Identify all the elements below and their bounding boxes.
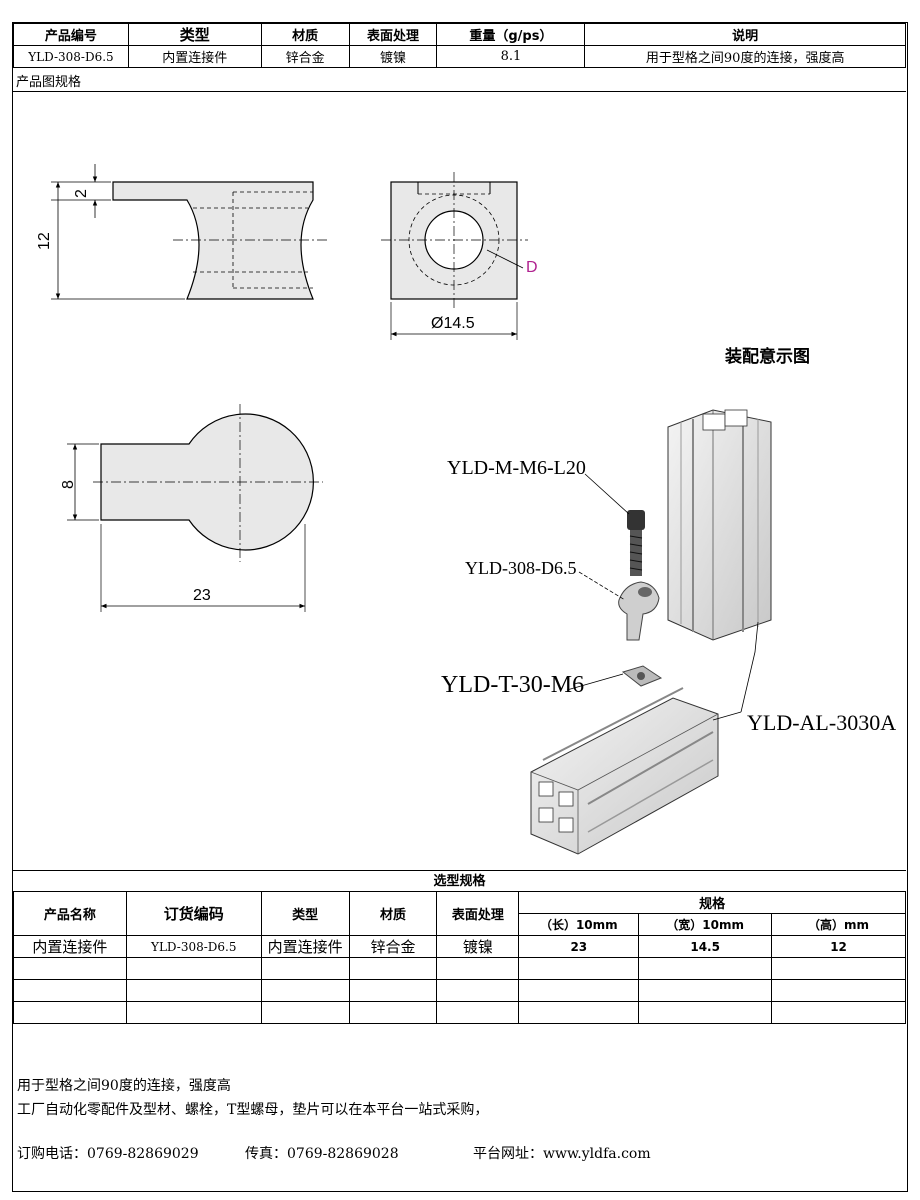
header-col-surface: 表面处理 [348,23,438,46]
label-connector: YLD-308-D6.5 [465,558,576,578]
header-col-code: 产品编号 [13,23,129,46]
connector-part [618,581,660,641]
sel-col-name: 产品名称 [13,891,127,936]
sel-col-type: 类型 [260,891,350,936]
dim-12: 12 [36,232,53,250]
header-val-surface: 镀镍 [348,45,438,68]
top-view [67,404,323,612]
sel-spec-w: （宽）10mm [638,913,773,936]
dim-2: 2 [73,189,90,198]
sel-row-h: 12 [771,935,906,958]
dim-dia: Ø14.5 [431,315,475,332]
t-nut [621,665,663,687]
header-val-material: 锌合金 [260,45,350,68]
table-row [13,1001,906,1024]
sel-row-code: YLD-308-D6.5 [125,935,262,958]
sel-row-surface: 镀镍 [436,935,520,958]
assembly-title: 装配意示图 [724,346,810,367]
front-view [381,172,528,340]
footer-phone: 订购电话：0769-82869029 [17,1146,199,1162]
technical-drawing: 2 12 D Ø14.5 [36,164,896,855]
header-col-desc: 说明 [584,23,906,46]
sel-col-code: 订货编码 [125,891,262,936]
side-view [51,164,328,300]
table-row [13,979,906,1002]
vertical-profile [667,409,772,641]
dim-23: 23 [193,587,211,604]
sel-spec-l: （长）10mm [518,913,640,936]
sel-col-surface: 表面处理 [436,891,520,936]
sel-col-spec: 规格 [518,891,906,914]
horizontal-profile [530,687,719,855]
label-screw: YLD-M-M6-L20 [447,457,586,479]
sel-row-material: 锌合金 [348,935,438,958]
selection-title: 选型规格 [13,870,906,892]
header-table: 产品编号 类型 材质 表面处理 重量（g/ps） 说明 YLD-308-D6.5… [13,23,906,68]
screw [627,510,645,576]
header-col-type: 类型 [127,23,262,46]
sel-row-l: 23 [518,935,640,958]
header-val-desc: 用于型格之间90度的连接，强度高 [584,45,906,68]
sel-row-w: 14.5 [638,935,773,958]
header-col-material: 材质 [260,23,350,46]
label-profile: YLD-AL-3030A [747,710,896,735]
footer-line1: 用于型格之间90度的连接，强度高 [17,1078,231,1094]
spec-sheet: 产品编号 类型 材质 表面处理 重量（g/ps） 说明 YLD-308-D6.5… [12,22,908,1192]
label-tnut: YLD-T-30-M6 [441,672,584,698]
footer-line2: 工厂自动化零配件及型材、螺栓，T型螺母，垫片可以在本平台一站式采购， [17,1102,489,1118]
header-val-code: YLD-308-D6.5 [13,45,129,68]
sel-col-material: 材质 [348,891,438,936]
header-col-weight: 重量（g/ps） [436,23,586,46]
selection-table: 产品名称 订货编码 类型 材质 表面处理 规格 （长）10mm （宽）10mm … [13,891,906,1024]
drawing-area: 2 12 D Ø14.5 [13,91,906,881]
header-val-weight: 8.1 [436,45,586,68]
table-row [13,957,906,980]
sel-row-type: 内置连接件 [260,935,350,958]
footer-site: 平台网址：www.yldfa.com [473,1146,651,1162]
sel-row-name: 内置连接件 [13,935,127,958]
dim-d-label: D [526,259,538,276]
section-label: 产品图规格 [16,75,82,90]
header-val-type: 内置连接件 [127,45,262,68]
footer-fax: 传真：0769-82869028 [245,1146,399,1162]
sel-spec-h: （高）mm [771,913,906,936]
dim-8: 8 [60,480,77,489]
